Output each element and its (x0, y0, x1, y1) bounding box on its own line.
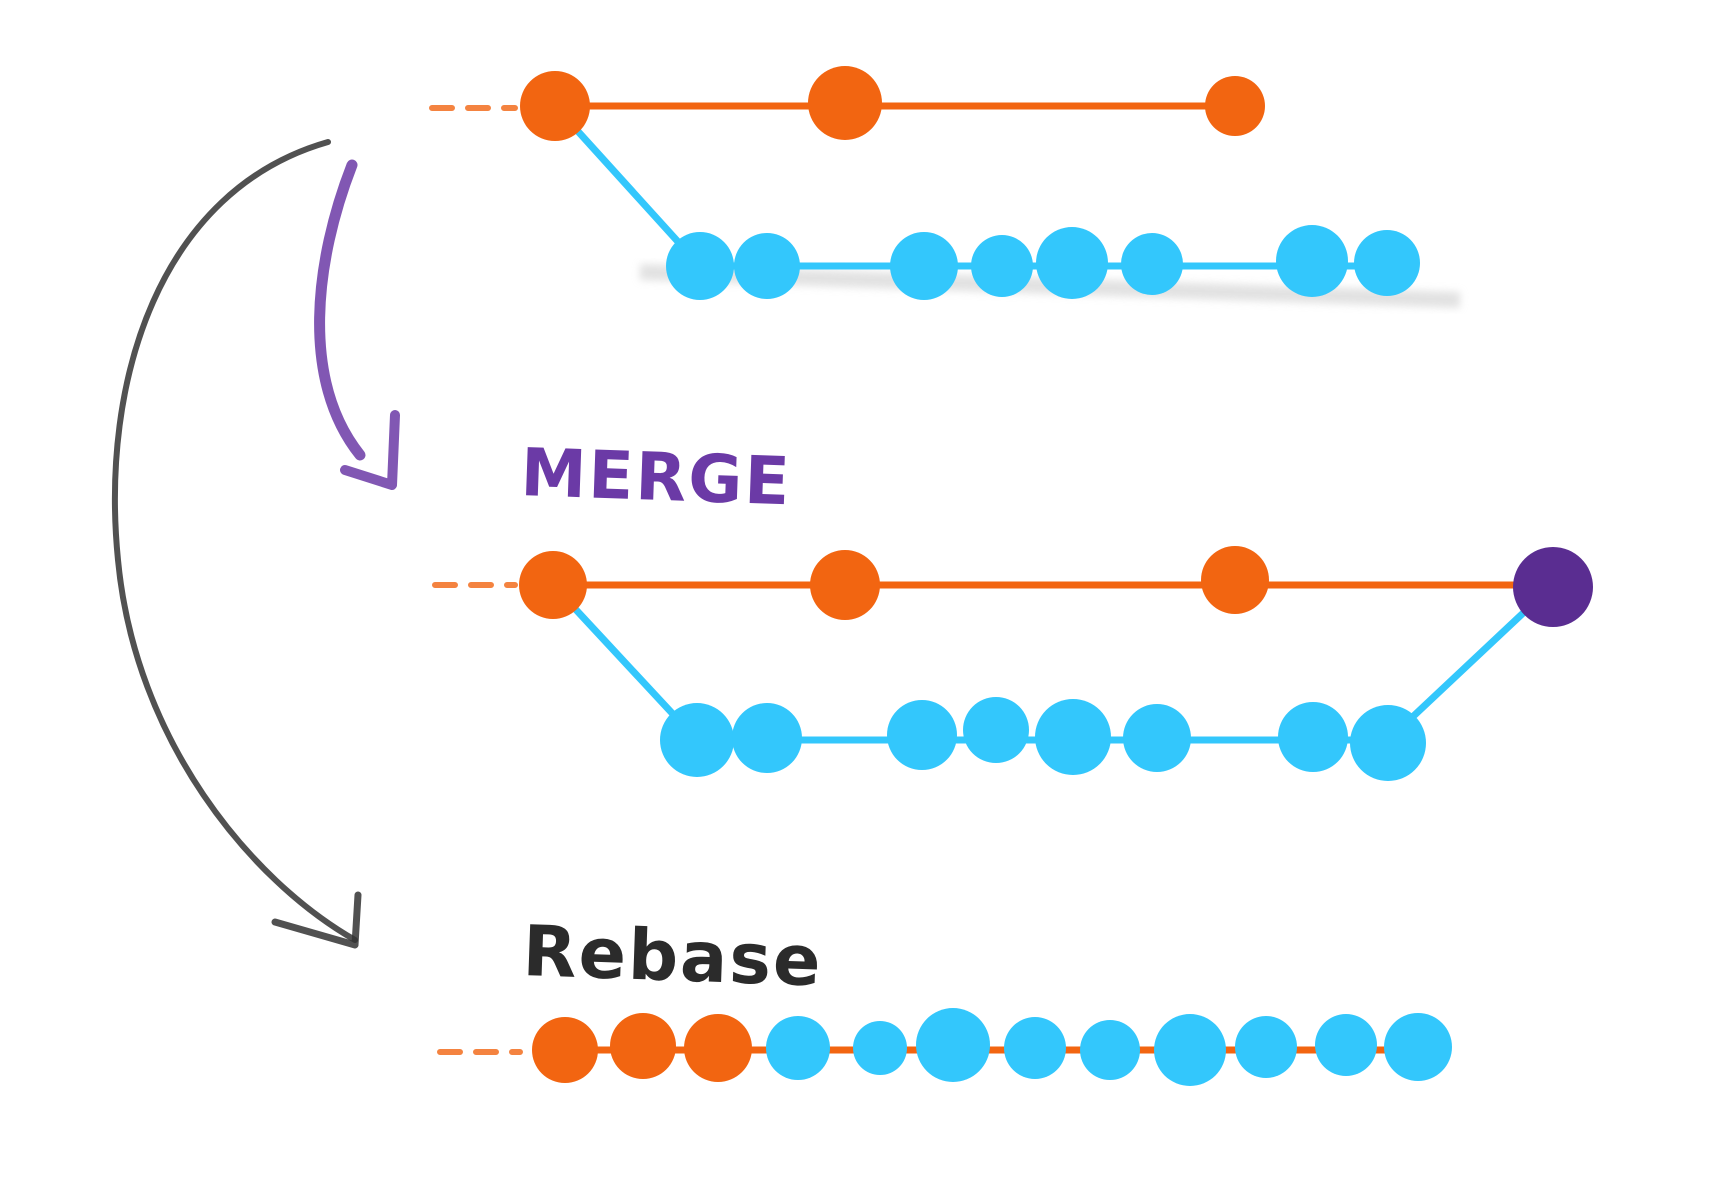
feature-commit (732, 703, 802, 773)
rebased-feature-commit (853, 1021, 907, 1075)
feature-commit (1278, 702, 1348, 772)
rebased-feature-commit (1080, 1020, 1140, 1080)
feature-commit (734, 233, 800, 299)
main-commit (519, 551, 587, 619)
rebased-feature-commit (1315, 1014, 1377, 1076)
rebased-feature-commit (1004, 1017, 1066, 1079)
main-commit (1201, 546, 1269, 614)
feature-commit (1354, 230, 1420, 296)
feature-commit (1035, 699, 1111, 775)
main-commit (610, 1013, 676, 1079)
main-commit (684, 1014, 752, 1082)
rebase-label: Rebase (521, 910, 824, 1002)
rebased-feature-commit (1235, 1016, 1297, 1078)
merge-label: MERGE (519, 434, 792, 520)
main-commit (532, 1017, 598, 1083)
before-graph (429, 66, 1461, 308)
feature-commit (1123, 704, 1191, 772)
feature-commit (971, 235, 1033, 297)
feature-commit (887, 700, 957, 770)
main-commit (810, 550, 880, 620)
rebased-feature-commit (1154, 1014, 1226, 1086)
rebased-feature-commit (1384, 1013, 1452, 1081)
main-commit (808, 66, 882, 140)
rebase-graph (437, 1008, 1452, 1086)
main-commit (1205, 76, 1265, 136)
rebase-arrow (111, 139, 362, 949)
feature-branch-connector (551, 102, 704, 270)
merge-arrow (314, 159, 400, 490)
rebased-feature-commit (766, 1016, 830, 1080)
feature-commit (1276, 225, 1348, 297)
feature-commit (963, 697, 1029, 763)
feature-commit (1036, 227, 1108, 299)
rebased-feature-commit (916, 1008, 990, 1082)
main-commit (520, 71, 590, 141)
merge-graph (432, 546, 1593, 781)
feature-commit (890, 232, 958, 300)
feature-commit (660, 703, 734, 777)
feature-commit (1350, 705, 1426, 781)
merge-commit (1513, 547, 1593, 627)
feature-commit (1121, 233, 1183, 295)
feature-commit (666, 232, 734, 300)
